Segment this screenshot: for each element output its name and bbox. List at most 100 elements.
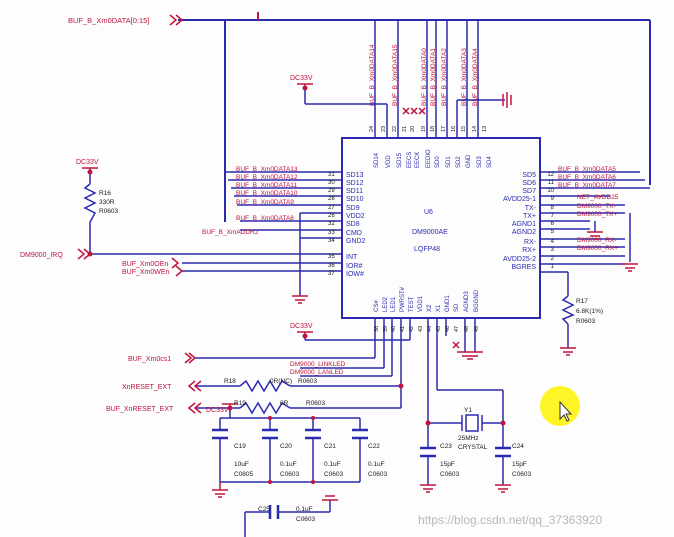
pin-num-left: 27	[328, 205, 335, 211]
pin-num-bottom: 43	[418, 326, 424, 332]
pin-num-right: 9	[551, 196, 555, 202]
buf-reset-label: BUF_XnRESET_EXT	[106, 406, 174, 413]
ground-symbol-icon	[560, 347, 576, 356]
pin-name-top: SD4	[487, 156, 493, 168]
net-label-left-data: BUF_B_Xm0DATA13	[236, 166, 298, 173]
pin-name-left: SD11	[346, 188, 363, 195]
pin-name-left: SD9	[346, 205, 360, 212]
pin-num-left: 37	[328, 271, 335, 277]
c22-value: 0.1uF	[368, 461, 385, 468]
dc33v-left: DC33V	[76, 159, 99, 166]
c24-ref: C24	[512, 443, 524, 450]
c25-pkg: C0603	[296, 516, 316, 523]
net-label-left-data: BUF_B_Xm0DATA11	[236, 182, 297, 189]
pin-num-bottom: 45	[436, 326, 442, 332]
crystal-symbol	[461, 414, 483, 432]
pin-name-bottom: GND1	[445, 295, 451, 312]
pin-name-right: SD5	[522, 172, 536, 179]
pin-num-top: 18	[430, 126, 436, 132]
pin-name-bottom: BGGND	[474, 289, 480, 312]
pin-name-left: SD12	[346, 180, 364, 187]
net-label-right-data: BUF_B_Xm0DATA7	[558, 182, 616, 189]
pin-name-bottom: CS#	[374, 300, 380, 312]
bus-wires	[178, 12, 651, 222]
pin-num-right: 3	[551, 247, 555, 253]
mouse-pointer-icon	[559, 400, 573, 422]
pin-num-bottom: 40	[391, 326, 397, 332]
r18-ref: R18	[224, 378, 236, 385]
net-arrows	[77, 14, 202, 414]
link-label: DM9000_LINKLED	[290, 361, 346, 368]
r16-ref: R16	[99, 190, 111, 197]
y1-type: CRYSTAL	[458, 444, 488, 451]
bottom-wires	[195, 318, 504, 537]
c22-ref: C22	[368, 443, 380, 450]
pin-name-right: BGRES	[511, 264, 536, 271]
pin-name-left: CMD	[346, 230, 362, 237]
pin-name-top: SD15	[397, 152, 403, 168]
pin-name-bottom: X1	[436, 304, 442, 312]
pin-num-left: 34	[328, 238, 335, 244]
net-label-top-data: BUF_B_Xm0DATA15	[392, 44, 399, 106]
pin-name-bottom: X2	[427, 304, 433, 312]
pin-num-left: 31	[328, 172, 335, 178]
pin-name-top: EEDIO	[426, 149, 432, 168]
pin-name-right: AGND1	[512, 221, 536, 228]
pin-num-top: 21	[402, 126, 408, 132]
pin-num-left: 33	[328, 230, 335, 236]
pin-num-top: 16	[451, 126, 457, 132]
r19-value: 0R	[280, 400, 289, 407]
r17-ref: R17	[576, 298, 588, 305]
ground-symbol-icon	[495, 484, 511, 493]
pin-name-top: SD2	[456, 156, 462, 168]
net-label-top-data: BUF_B_Xm0DATA0	[421, 48, 428, 106]
pin-num-bottom: 41	[400, 326, 406, 332]
y1-value: 25MHz	[458, 435, 479, 442]
pin-name-right: AVDD25-1	[503, 196, 536, 203]
pin-num-right: 5	[551, 229, 555, 235]
r18-value: 0R(NC)	[270, 378, 292, 385]
generated-labels: SD1331SD1230SD1129SD1028SD927VDD226SD832…	[236, 44, 616, 332]
pin-num-top: 23	[381, 126, 387, 132]
pin-name-top: SD3	[477, 156, 483, 168]
pin-name-bottom: TEST	[409, 296, 415, 312]
pin-name-left: IOR#	[346, 263, 362, 270]
pin-name-bottom: PWRST#	[400, 286, 406, 312]
pin-name-left: SD10	[346, 196, 364, 203]
pin-name-right: SD6	[522, 180, 536, 187]
right-wires	[540, 171, 650, 348]
pin-num-right: 2	[551, 256, 555, 262]
c19-value: 10uF	[234, 461, 249, 468]
cs-label: BUF_Xm0cs1	[128, 356, 171, 363]
dc33v-caps: DC33V	[206, 407, 229, 414]
junction-dots	[87, 85, 506, 484]
pin-name-left: SD13	[346, 172, 364, 179]
pin-num-top: 20	[410, 126, 416, 132]
resistor-symbols	[83, 183, 575, 415]
pin-num-bottom: 48	[464, 326, 470, 332]
ground-symbol-icon	[457, 351, 483, 360]
c22-pkg: C0603	[368, 471, 388, 478]
pin-num-top: 15	[461, 126, 467, 132]
pin-name-left: IOW#	[346, 271, 364, 278]
net-label-top-data: BUF_B_Xm0DATA2	[441, 48, 448, 106]
net-label-top-data: BUF_B_Xm0DATA14	[369, 44, 376, 106]
text-layer: BUF_B_Xm0DATA[0:15] DM9000_IRQ BUF_Xm0OE…	[20, 16, 619, 527]
pin-num-right: 4	[551, 239, 555, 245]
dc33v-bottom: DC33V	[290, 323, 313, 330]
pin-name-bottom: VDD1	[418, 295, 424, 312]
net-label-left-data: BUF_B_Xm0DATA10	[236, 190, 298, 197]
pin-num-bottom: 42	[409, 326, 415, 332]
bus-label: BUF_B_Xm0DATA[0:15]	[68, 16, 149, 25]
c23-ref: C23	[440, 443, 452, 450]
pin-num-right: 6	[551, 221, 555, 227]
net-label-left-data: BUF_B_Xm0DATA12	[236, 174, 298, 181]
c25-value: 0.1uF	[296, 506, 313, 513]
pin-num-right: 8	[551, 205, 555, 211]
pin-name-top: SD1	[446, 156, 452, 168]
r17-pkg: R0603	[576, 318, 596, 325]
pin-name-top: GND	[466, 154, 472, 168]
r16-value: 330R	[99, 199, 115, 206]
pin-num-bottom: 46	[445, 326, 451, 332]
dc33v-top: DC33V	[290, 75, 313, 82]
